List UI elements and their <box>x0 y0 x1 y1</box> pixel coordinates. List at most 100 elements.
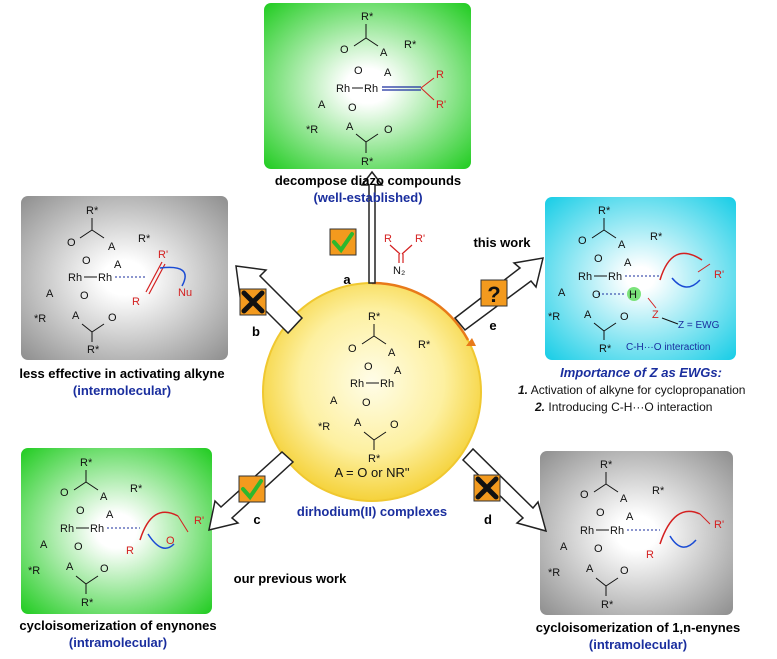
svg-text:R*: R* <box>652 485 665 497</box>
svg-text:N₂: N₂ <box>393 265 405 277</box>
arrow-bottom-right <box>461 447 548 533</box>
top-rh-complex: R* O A R* O A Rh Rh R R' A O *R A O R* <box>306 11 446 168</box>
svg-text:O: O <box>594 543 603 555</box>
svg-text:R*: R* <box>599 343 612 355</box>
svg-text:O: O <box>82 255 91 267</box>
left-sublabel: (intermolecular) <box>73 383 171 398</box>
svg-text:A: A <box>560 541 568 553</box>
left-label: less effective in activating alkyne <box>19 366 224 381</box>
svg-text:O: O <box>620 311 629 323</box>
svg-text:R*: R* <box>368 453 381 465</box>
svg-text:A: A <box>380 47 388 59</box>
svg-text:Rh: Rh <box>60 523 74 535</box>
svg-text:R*: R* <box>80 457 93 469</box>
svg-text:Rh: Rh <box>98 272 112 284</box>
left-rh-complex: R* O A R* O A Rh Rh R' R Nu A O *R A O R… <box>34 205 192 356</box>
arrow-letter-b: b <box>252 324 260 339</box>
svg-text:*R: *R <box>28 565 40 577</box>
svg-text:*R: *R <box>34 313 46 325</box>
arrow-letter-e: e <box>489 318 496 333</box>
svg-text:A: A <box>384 67 392 79</box>
svg-text:O: O <box>390 419 399 431</box>
svg-text:O: O <box>354 65 363 77</box>
svg-text:*R: *R <box>548 567 560 579</box>
svg-text:R': R' <box>158 249 168 261</box>
cross-badge-d <box>473 474 501 502</box>
svg-text:R*: R* <box>650 231 663 243</box>
svg-text:A: A <box>330 395 338 407</box>
svg-text:O: O <box>594 253 603 265</box>
arrow-letter-c: c <box>253 512 260 527</box>
svg-text:Rh: Rh <box>580 525 594 537</box>
bottom-left-title: our previous work <box>234 571 347 586</box>
svg-text:O: O <box>76 505 85 517</box>
svg-text:Rh: Rh <box>608 271 622 283</box>
arrow-top <box>360 170 384 284</box>
svg-text:H: H <box>629 289 637 301</box>
svg-text:R*: R* <box>404 39 417 51</box>
svg-text:R*: R* <box>601 599 614 611</box>
svg-text:R*: R* <box>138 233 151 245</box>
svg-text:O: O <box>348 102 357 114</box>
svg-text:Rh: Rh <box>336 83 350 95</box>
svg-text:R*: R* <box>87 344 100 356</box>
bottom-left-sublabel: (intramolecular) <box>69 635 167 650</box>
svg-text:R*: R* <box>368 311 381 323</box>
svg-text:A: A <box>558 287 566 299</box>
svg-text:R*: R* <box>361 11 374 23</box>
svg-text:A: A <box>584 309 592 321</box>
svg-text:A: A <box>318 99 326 111</box>
svg-text:A: A <box>626 511 634 523</box>
svg-text:R': R' <box>194 515 204 527</box>
svg-text:A: A <box>106 509 114 521</box>
svg-text:R*: R* <box>86 205 99 217</box>
svg-text:A: A <box>620 493 628 505</box>
svg-text:Z = EWG: Z = EWG <box>678 320 720 331</box>
svg-text:C-H···O interaction: C-H···O interaction <box>626 342 710 353</box>
svg-text:Rh: Rh <box>350 378 364 390</box>
svg-text:O: O <box>620 565 629 577</box>
svg-text:O: O <box>348 343 357 355</box>
svg-text:Rh: Rh <box>364 83 378 95</box>
top-box <box>264 3 471 169</box>
bottom-left-label: cycloisomerization of enynones <box>19 618 216 633</box>
bottom-right-box <box>540 451 733 615</box>
svg-text:O: O <box>67 237 76 249</box>
svg-text:A: A <box>394 365 402 377</box>
check-badge-a <box>329 228 357 256</box>
svg-text:R*: R* <box>81 597 94 609</box>
check-badge-c <box>238 475 266 503</box>
svg-text:R': R' <box>714 269 724 281</box>
right-point-1: 1. Activation of alkyne for cyclopropana… <box>518 383 745 397</box>
svg-text:R*: R* <box>418 339 431 351</box>
svg-text:R': R' <box>714 519 724 531</box>
svg-text:Z: Z <box>652 309 659 321</box>
svg-text:A: A <box>100 491 108 503</box>
bottom-right-label: cycloisomerization of 1,n-enynes <box>536 620 740 635</box>
svg-text:R: R <box>132 296 140 308</box>
cross-badge-b <box>239 288 267 316</box>
svg-text:O: O <box>592 289 601 301</box>
arrow-letter-d: d <box>484 512 492 527</box>
svg-text:*R: *R <box>318 421 330 433</box>
diazo-compound: R R' N₂ <box>384 233 425 277</box>
svg-text:R: R <box>126 545 134 557</box>
svg-text:A: A <box>72 310 80 322</box>
right-rh-complex: R* O A R* O A Rh Rh R' H Z A O *R A O R*… <box>548 205 724 355</box>
svg-text:?: ? <box>487 282 500 307</box>
svg-text:R*: R* <box>130 483 143 495</box>
question-badge-e: ? <box>480 279 508 307</box>
svg-text:R': R' <box>436 99 446 111</box>
svg-text:O: O <box>340 44 349 56</box>
top-sublabel: (well-established) <box>313 190 422 205</box>
right-importance-title: Importance of Z as EWGs: <box>560 365 722 380</box>
svg-text:A: A <box>46 288 54 300</box>
bottom-left-rh-complex: R* O A R* O A Rh Rh R' O R A O *R A O R* <box>28 457 204 609</box>
svg-text:A: A <box>388 347 396 359</box>
bottom-left-box <box>21 448 212 614</box>
svg-text:*R: *R <box>548 311 560 323</box>
svg-text:O: O <box>100 563 109 575</box>
svg-text:O: O <box>384 124 393 136</box>
svg-text:A: A <box>624 257 632 269</box>
svg-text:O: O <box>108 312 117 324</box>
